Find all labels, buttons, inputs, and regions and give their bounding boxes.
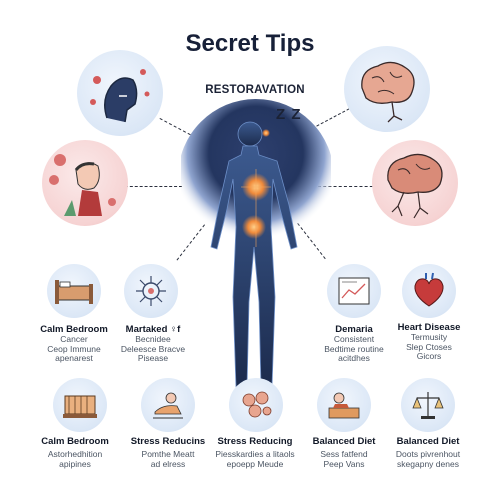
brain-roots-icon	[387, 153, 443, 219]
tip-label-heart-disease: Heart Disease Termusity Slep Ctoses Gico…	[397, 322, 461, 361]
cells-icon	[242, 391, 272, 418]
sleep-head-circle	[77, 50, 163, 136]
scale-icon	[412, 392, 444, 419]
zzz-sleep-icon: Z Z	[276, 106, 302, 123]
brain-icon	[361, 61, 415, 123]
human-body-illustration	[181, 99, 331, 388]
tip-label-stress-reducins: Stress Reducins Pomthe Meatt ad elress	[130, 436, 206, 469]
crib-icon-circle	[53, 378, 107, 432]
sick-person-circle	[42, 140, 128, 226]
tip-label-demaria: Demaria Consistent Bedtime routine acitd…	[324, 324, 384, 363]
tip-label-calm-bedroom-1: Calm Bedroom Cancer Ceop Immune apenares…	[40, 324, 108, 363]
chart-clipboard-icon	[338, 277, 370, 305]
diet-person-icon-circle	[317, 378, 371, 432]
heart-icon	[414, 272, 444, 307]
tip-label-marked: Martaked ♀f Becnidee Deleesce Bracve Pis…	[120, 324, 186, 363]
tip-label-stress-reducing: Stress Reducing Piesskardies a litaols e…	[215, 436, 295, 469]
cells-icon-circle	[229, 378, 283, 432]
page-title: Secret Tips	[185, 30, 315, 57]
sleeping-face-icon	[90, 69, 150, 123]
relaxing-person-icon-circle	[141, 378, 195, 432]
balance-icon-circle	[401, 378, 455, 432]
center-subtitle: RESTORAVATION	[205, 84, 305, 96]
virus-icon	[136, 276, 166, 306]
bedtime-routine-icon-circle	[327, 264, 381, 318]
virus-icon-circle	[124, 264, 178, 318]
connector-mid-left	[120, 186, 182, 187]
heart-icon-circle	[402, 264, 456, 318]
sick-person-icon	[49, 154, 116, 216]
tip-label-balanced-diet-1: Balanced Diet Sess fatfend Peep Vans	[312, 436, 376, 469]
bed-icon-circle	[47, 264, 101, 318]
desk-person-icon	[328, 392, 360, 419]
brain-disease-circle	[372, 140, 458, 226]
tip-label-calm-bedroom-2: Calm Bedroom Astorhedhition apipines	[41, 436, 109, 469]
bed-icon	[55, 280, 93, 304]
connector-mid-right	[318, 186, 378, 187]
relaxing-person-icon	[153, 392, 183, 419]
crib-bed-icon	[63, 395, 97, 418]
brain-circle	[344, 46, 430, 132]
tip-label-balanced-diet-2: Balanced Diet Doots pivrenhout skegapny …	[395, 436, 461, 469]
